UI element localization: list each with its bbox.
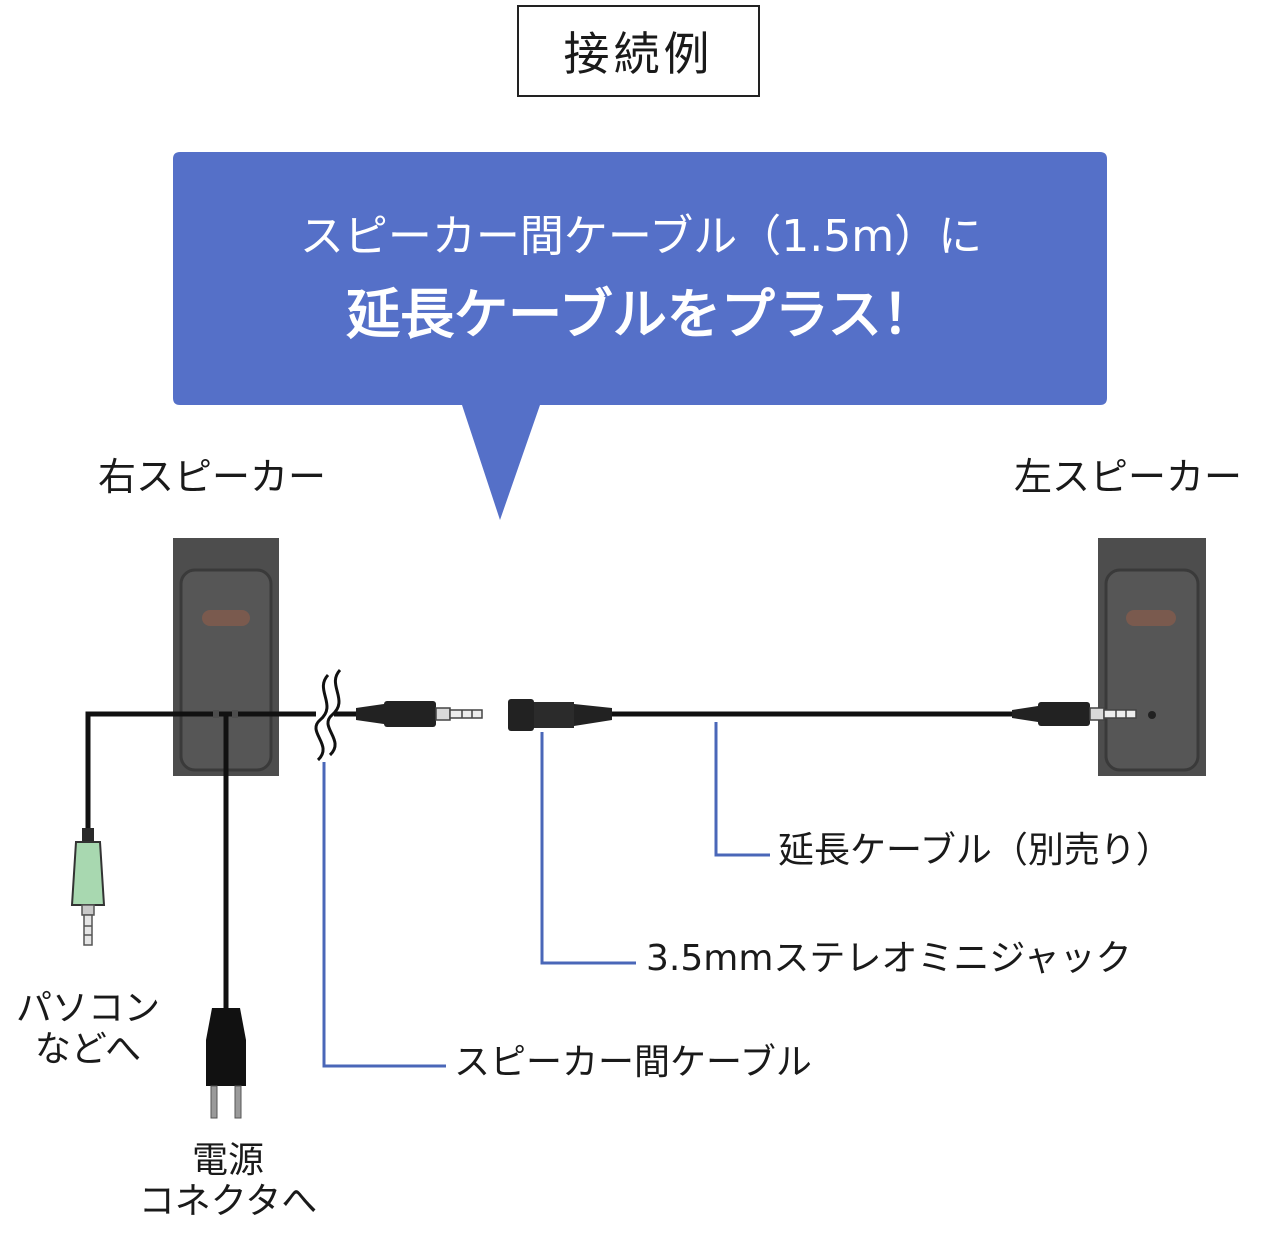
speaker-cable-label: スピーカー間ケーブル [454, 1042, 812, 1083]
speaker-cable [238, 668, 360, 762]
left-speaker [1098, 538, 1206, 776]
callout-bubble [173, 152, 1107, 520]
pc-label-line-2: などへ [34, 1029, 142, 1071]
right-speaker-label: 右スピーカー [98, 455, 327, 499]
power-plug [206, 1008, 246, 1119]
stereo-jack [508, 699, 612, 731]
power-label-line-1: 電源 [191, 1140, 264, 1181]
pc-destination-label: パソコン などへ [0, 988, 176, 1071]
speaker-cable-plug [356, 701, 483, 727]
leader-line-extension [714, 722, 770, 857]
left-speaker-label: 左スピーカー [1014, 455, 1243, 499]
callout-line-1: スピーカー間ケーブル（1.5m）に [299, 211, 983, 262]
extension-cable-plug [1012, 702, 1137, 726]
right-speaker [173, 538, 279, 776]
stereo-jack-label: 3.5mmステレオミニジャック [646, 938, 1132, 979]
diagram-title: 接続例 [517, 5, 760, 97]
power-label-line-2: コネクタへ [138, 1181, 318, 1223]
leader-line-jack [540, 732, 636, 965]
leader-line-speaker-cable [322, 762, 446, 1068]
power-destination-label: 電源 コネクタへ [118, 1140, 338, 1223]
callout-line-2: 延長ケーブルをプラス！ [346, 283, 936, 346]
pc-label-line-1: パソコン [15, 988, 160, 1029]
pc-audio-plug [70, 828, 106, 946]
extension-cable-label: 延長ケーブル（別売り） [778, 830, 1172, 871]
